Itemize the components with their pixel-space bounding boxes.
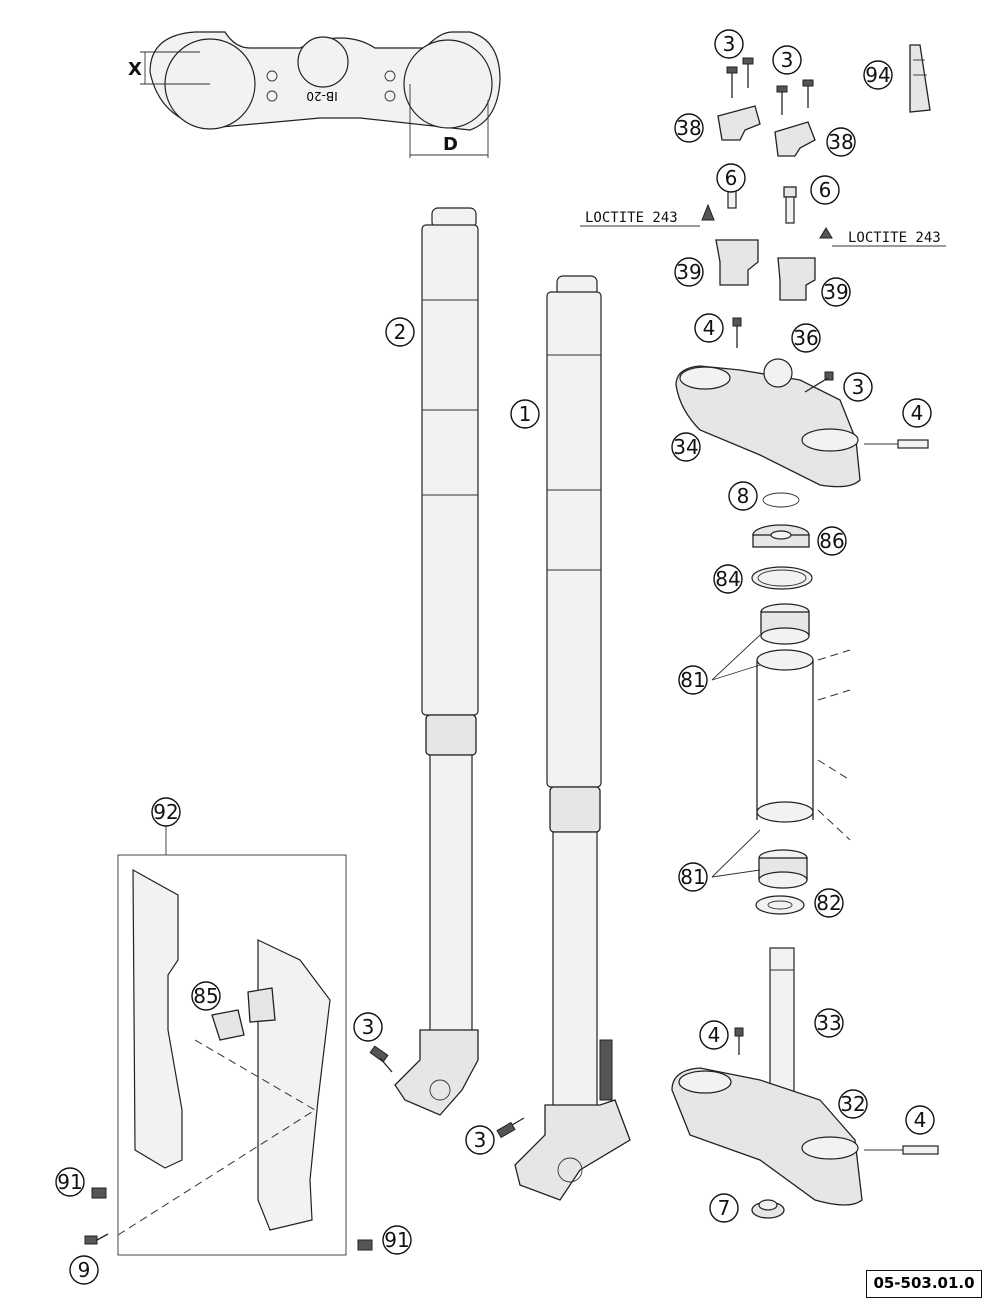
svg-text:6: 6 xyxy=(819,178,832,202)
callout-1: 1 xyxy=(510,399,540,429)
callout-4: 4 xyxy=(699,1020,729,1050)
callout-86: 86 xyxy=(817,526,847,556)
loctite-label-left: LOCTITE 243 xyxy=(585,210,678,226)
svg-text:91: 91 xyxy=(384,1228,409,1252)
callout-39: 39 xyxy=(821,277,851,307)
nut-7 xyxy=(751,1199,785,1219)
callout-6: 6 xyxy=(716,163,746,193)
svg-text:85: 85 xyxy=(193,984,218,1008)
callout-91: 91 xyxy=(382,1225,412,1255)
svg-text:91: 91 xyxy=(57,1170,82,1194)
svg-text:9: 9 xyxy=(78,1258,91,1282)
callout-91: 91 xyxy=(55,1167,85,1197)
seal-82 xyxy=(755,895,805,915)
callout-81: 81 xyxy=(678,862,708,892)
svg-text:3: 3 xyxy=(474,1128,487,1152)
svg-text:4: 4 xyxy=(703,316,716,340)
ring-84 xyxy=(751,566,813,590)
callout-3: 3 xyxy=(465,1125,495,1155)
svg-text:38: 38 xyxy=(828,130,853,154)
callout-85: 85 xyxy=(191,981,221,1011)
lower-triple-clamp-32 xyxy=(671,947,939,1206)
svg-text:3: 3 xyxy=(852,375,865,399)
callout-92: 92 xyxy=(151,797,181,827)
special-tool-94 xyxy=(909,44,931,113)
svg-text:7: 7 xyxy=(718,1196,731,1220)
loctite-leaders: LOCTITE 243 LOCTITE 243 xyxy=(580,210,946,247)
fork-pinch-bolt-left xyxy=(369,1045,393,1073)
svg-text:3: 3 xyxy=(362,1015,375,1039)
dimension-x-label: X xyxy=(128,59,142,80)
svg-text:32: 32 xyxy=(840,1092,865,1116)
callout-7: 7 xyxy=(709,1193,739,1223)
svg-text:39: 39 xyxy=(676,260,701,284)
svg-text:81: 81 xyxy=(680,668,705,692)
callout-3: 3 xyxy=(714,29,744,59)
fork-pinch-bolt-right xyxy=(496,1117,525,1139)
callout-39: 39 xyxy=(674,257,704,287)
callout-38: 38 xyxy=(674,113,704,143)
svg-text:33: 33 xyxy=(816,1011,841,1035)
triple-clamp-top-view: IB-20 X D xyxy=(128,31,501,158)
svg-text:4: 4 xyxy=(914,1108,927,1132)
diagram-reference-number: 05-503.01.0 xyxy=(866,1270,982,1298)
callout-4: 4 xyxy=(902,398,932,428)
upper-triple-clamp-34 xyxy=(675,317,929,488)
svg-text:82: 82 xyxy=(816,891,841,915)
dust-seal-86 xyxy=(752,524,810,548)
callout-4: 4 xyxy=(905,1105,935,1135)
svg-text:2: 2 xyxy=(394,320,407,344)
bracket-lines-81 xyxy=(711,634,761,878)
callout-94: 94 xyxy=(863,60,893,90)
svg-text:38: 38 xyxy=(676,116,701,140)
fork-leg-2 xyxy=(394,207,479,1116)
callout-33: 33 xyxy=(814,1008,844,1038)
handlebar-clamp-caps-38 xyxy=(717,105,816,157)
svg-text:92: 92 xyxy=(153,800,178,824)
svg-text:84: 84 xyxy=(715,567,740,591)
callout-82: 82 xyxy=(814,888,844,918)
svg-text:36: 36 xyxy=(793,326,818,350)
bearing-81-lower xyxy=(758,849,808,889)
callout-84: 84 xyxy=(713,564,743,594)
svg-text:81: 81 xyxy=(680,865,705,889)
loctite-label-right: LOCTITE 243 xyxy=(848,230,941,246)
svg-text:6: 6 xyxy=(725,166,738,190)
callout-2: 2 xyxy=(385,317,415,347)
o-ring-8 xyxy=(762,492,800,508)
callout-3: 3 xyxy=(772,45,802,75)
callout-32: 32 xyxy=(838,1089,868,1119)
handlebar-clamps-39 xyxy=(715,239,816,301)
svg-text:3: 3 xyxy=(723,32,736,56)
callout-4: 4 xyxy=(694,313,724,343)
callout-36: 36 xyxy=(791,323,821,353)
callout-34: 34 xyxy=(671,432,701,462)
callout-3: 3 xyxy=(353,1012,383,1042)
callout-6: 6 xyxy=(810,175,840,205)
bearing-81-upper xyxy=(760,603,810,645)
callout-3: 3 xyxy=(843,372,873,402)
svg-text:4: 4 xyxy=(911,401,924,425)
callout-38: 38 xyxy=(826,127,856,157)
svg-text:34: 34 xyxy=(673,435,698,459)
dimension-d-label: D xyxy=(443,134,458,155)
svg-text:39: 39 xyxy=(823,280,848,304)
callout-81: 81 xyxy=(678,665,708,695)
steering-head-frame xyxy=(756,649,851,841)
clamp-bolts-top xyxy=(726,57,814,115)
svg-text:4: 4 xyxy=(708,1023,721,1047)
svg-text:1: 1 xyxy=(519,402,532,426)
svg-text:86: 86 xyxy=(819,529,844,553)
svg-text:8: 8 xyxy=(737,484,750,508)
callout-8: 8 xyxy=(728,481,758,511)
callout-9: 9 xyxy=(69,1255,99,1285)
guard-screws-91-9 xyxy=(84,1187,373,1251)
clamp-code-label: IB-20 xyxy=(306,89,337,103)
svg-text:3: 3 xyxy=(781,48,794,72)
svg-text:94: 94 xyxy=(865,63,890,87)
fork-leg-1 xyxy=(514,275,631,1201)
fork-guard-set-92 xyxy=(117,826,347,1256)
